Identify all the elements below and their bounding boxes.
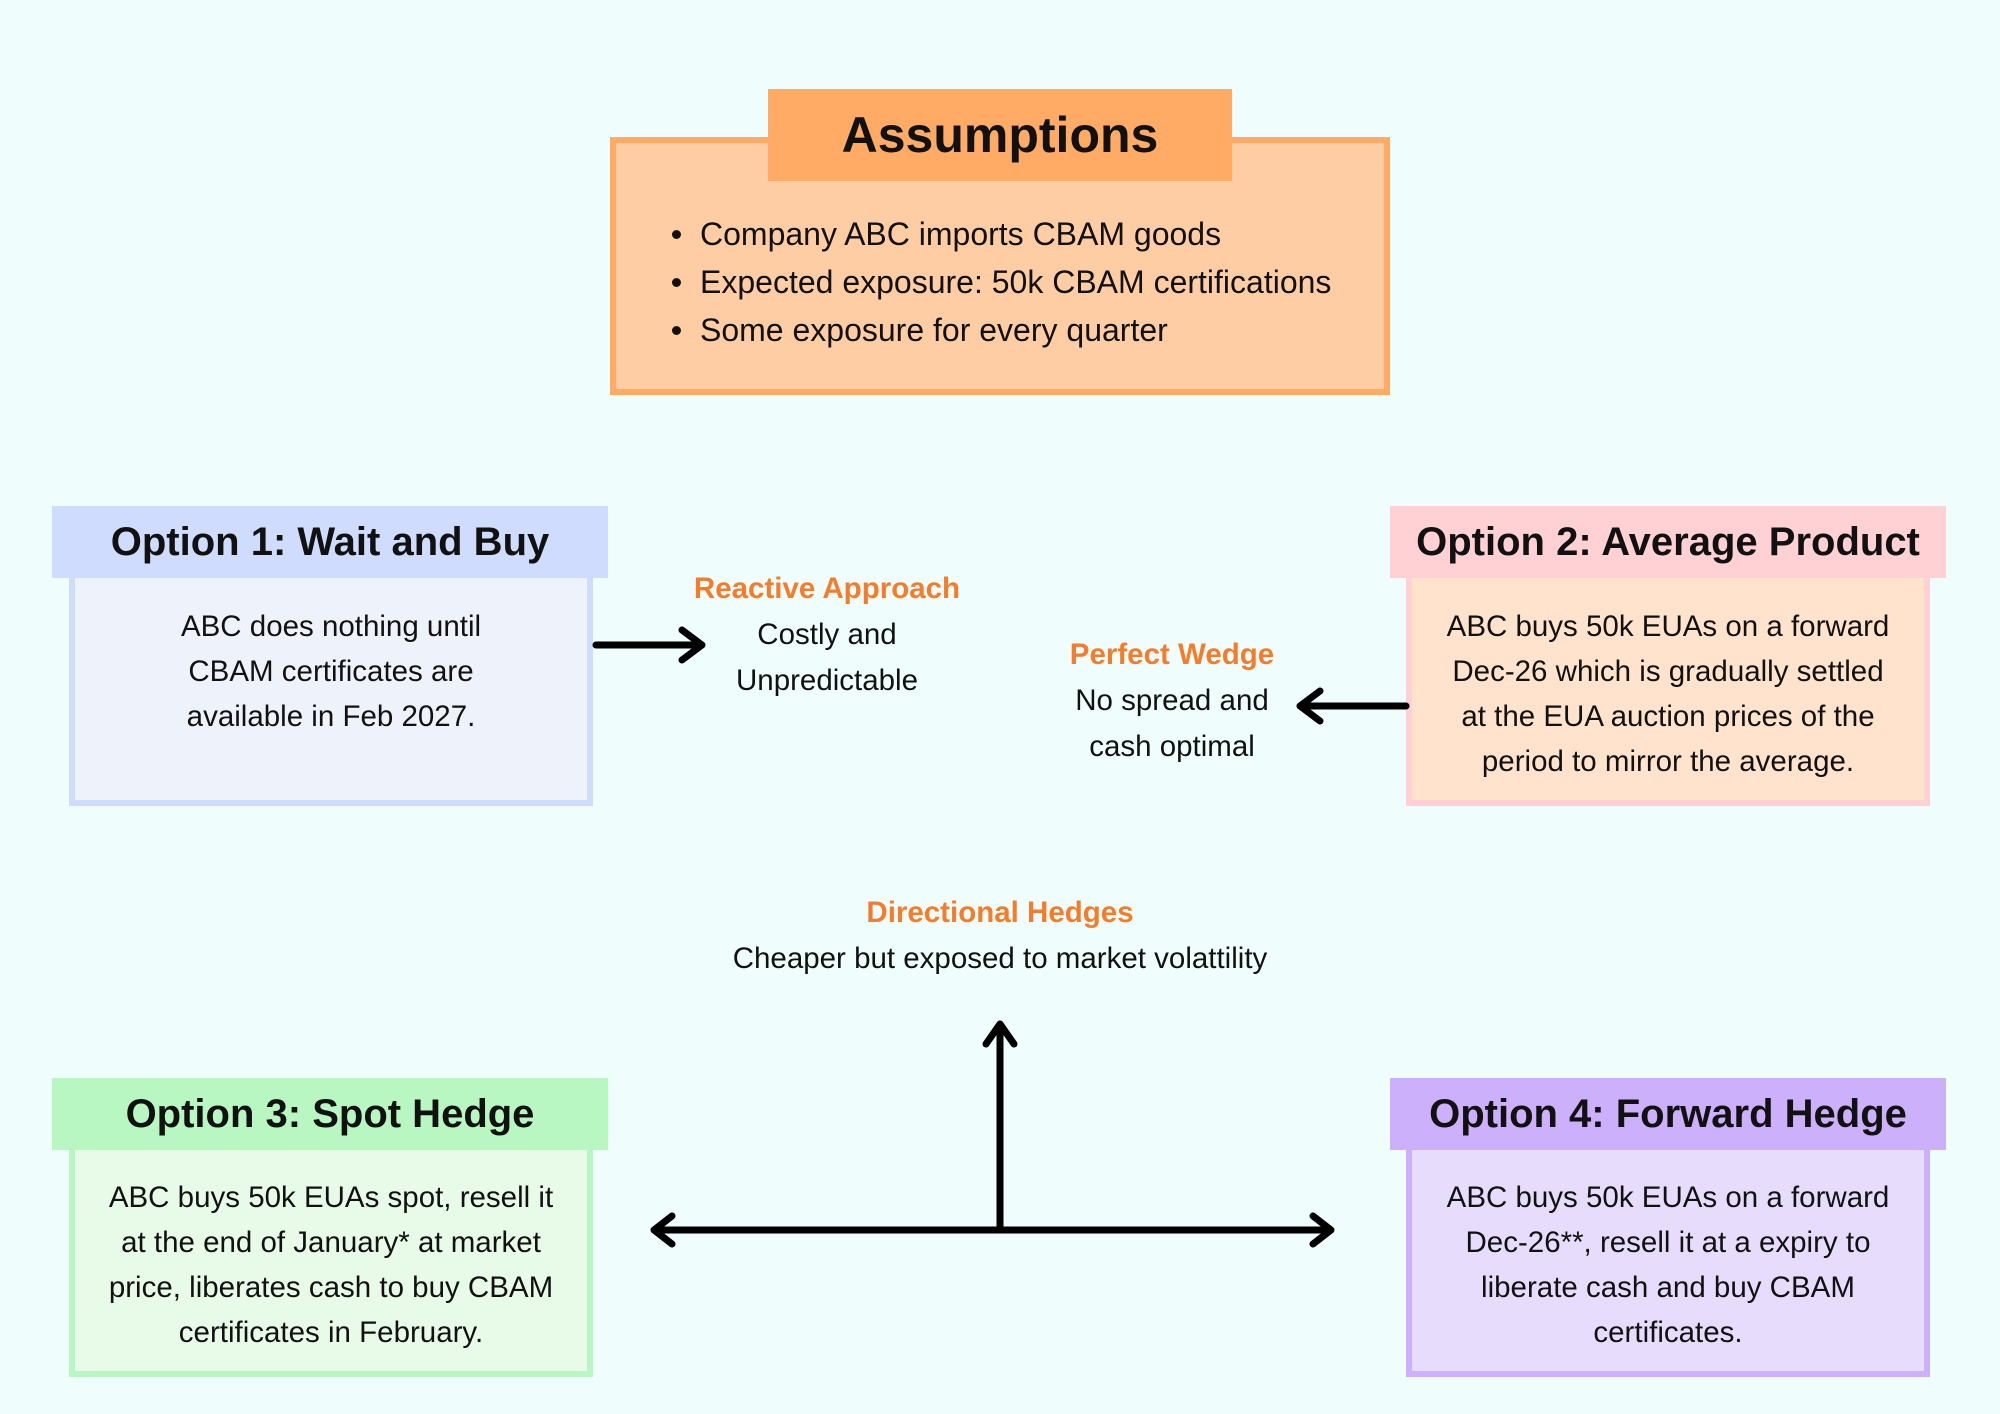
option-4-line: liberate cash and buy CBAM: [1481, 1271, 1855, 1304]
assumption-item: Some exposure for every quarter: [664, 306, 1374, 354]
option-1-line: available in Feb 2027.: [186, 700, 476, 733]
option-3-title: Option 3: Spot Hedge: [52, 1078, 608, 1150]
arrow-right-icon: [592, 626, 706, 664]
directional-hedges-heading: Directional Hedges: [866, 896, 1134, 929]
assumptions-title: Assumptions: [768, 89, 1232, 181]
reactive-approach-line: Unpredictable: [735, 664, 919, 697]
perfect-wedge-heading: Perfect Wedge: [1069, 638, 1275, 671]
option-3-description: ABC buys 50k EUAs spot, resell it at the…: [69, 1141, 593, 1377]
option-4-title: Option 4: Forward Hedge: [1390, 1078, 1946, 1150]
assumptions-list: Company ABC imports CBAM goods Expected …: [664, 210, 1374, 354]
assumption-item: Company ABC imports CBAM goods: [664, 210, 1374, 258]
option-1-description: ABC does nothing until CBAM certificates…: [69, 570, 593, 806]
reactive-approach-line: Costly and: [757, 618, 897, 651]
option-1-title: Option 1: Wait and Buy: [52, 506, 608, 578]
option-2-description: ABC buys 50k EUAs on a forward Dec-26 wh…: [1406, 570, 1930, 806]
option-4-line: ABC buys 50k EUAs on a forward: [1446, 1181, 1890, 1214]
option-4-line: certificates.: [1593, 1316, 1743, 1349]
option-2-title: Option 2: Average Product: [1390, 506, 1946, 578]
arrow-horizontal-icon: [650, 1212, 1335, 1248]
option-3-line: at the end of January* at market: [121, 1226, 541, 1259]
option-4-line: Dec-26**, resell it at a expiry to: [1465, 1226, 1871, 1259]
option-3-line: ABC buys 50k EUAs spot, resell it: [108, 1181, 554, 1214]
option-2-line: ABC buys 50k EUAs on a forward: [1446, 610, 1890, 643]
directional-hedges-line: Cheaper but exposed to market volattilit…: [732, 942, 1268, 975]
perfect-wedge-line: No spread and: [1075, 684, 1269, 717]
option-2-line: period to mirror the average.: [1481, 745, 1855, 778]
assumption-item: Expected exposure: 50k CBAM certificatio…: [664, 258, 1374, 306]
option-1-line: ABC does nothing until: [180, 610, 482, 643]
option-3-line: certificates in February.: [178, 1316, 484, 1349]
reactive-approach-note: Reactive Approach Costly and Unpredictab…: [660, 566, 994, 704]
option-1-line: CBAM certificates are: [188, 655, 474, 688]
perfect-wedge-note: Perfect Wedge No spread and cash optimal: [1022, 632, 1322, 770]
option-2-line: Dec-26 which is gradually settled: [1452, 655, 1884, 688]
reactive-approach-heading: Reactive Approach: [693, 572, 961, 605]
perfect-wedge-line: cash optimal: [1089, 730, 1255, 763]
arrow-left-icon: [1296, 687, 1410, 725]
option-2-line: at the EUA auction prices of the: [1461, 700, 1875, 733]
directional-hedges-note: Directional Hedges Cheaper but exposed t…: [600, 890, 1400, 982]
arrow-up-icon: [982, 1020, 1018, 1234]
option-3-line: price, liberates cash to buy CBAM: [108, 1271, 554, 1304]
